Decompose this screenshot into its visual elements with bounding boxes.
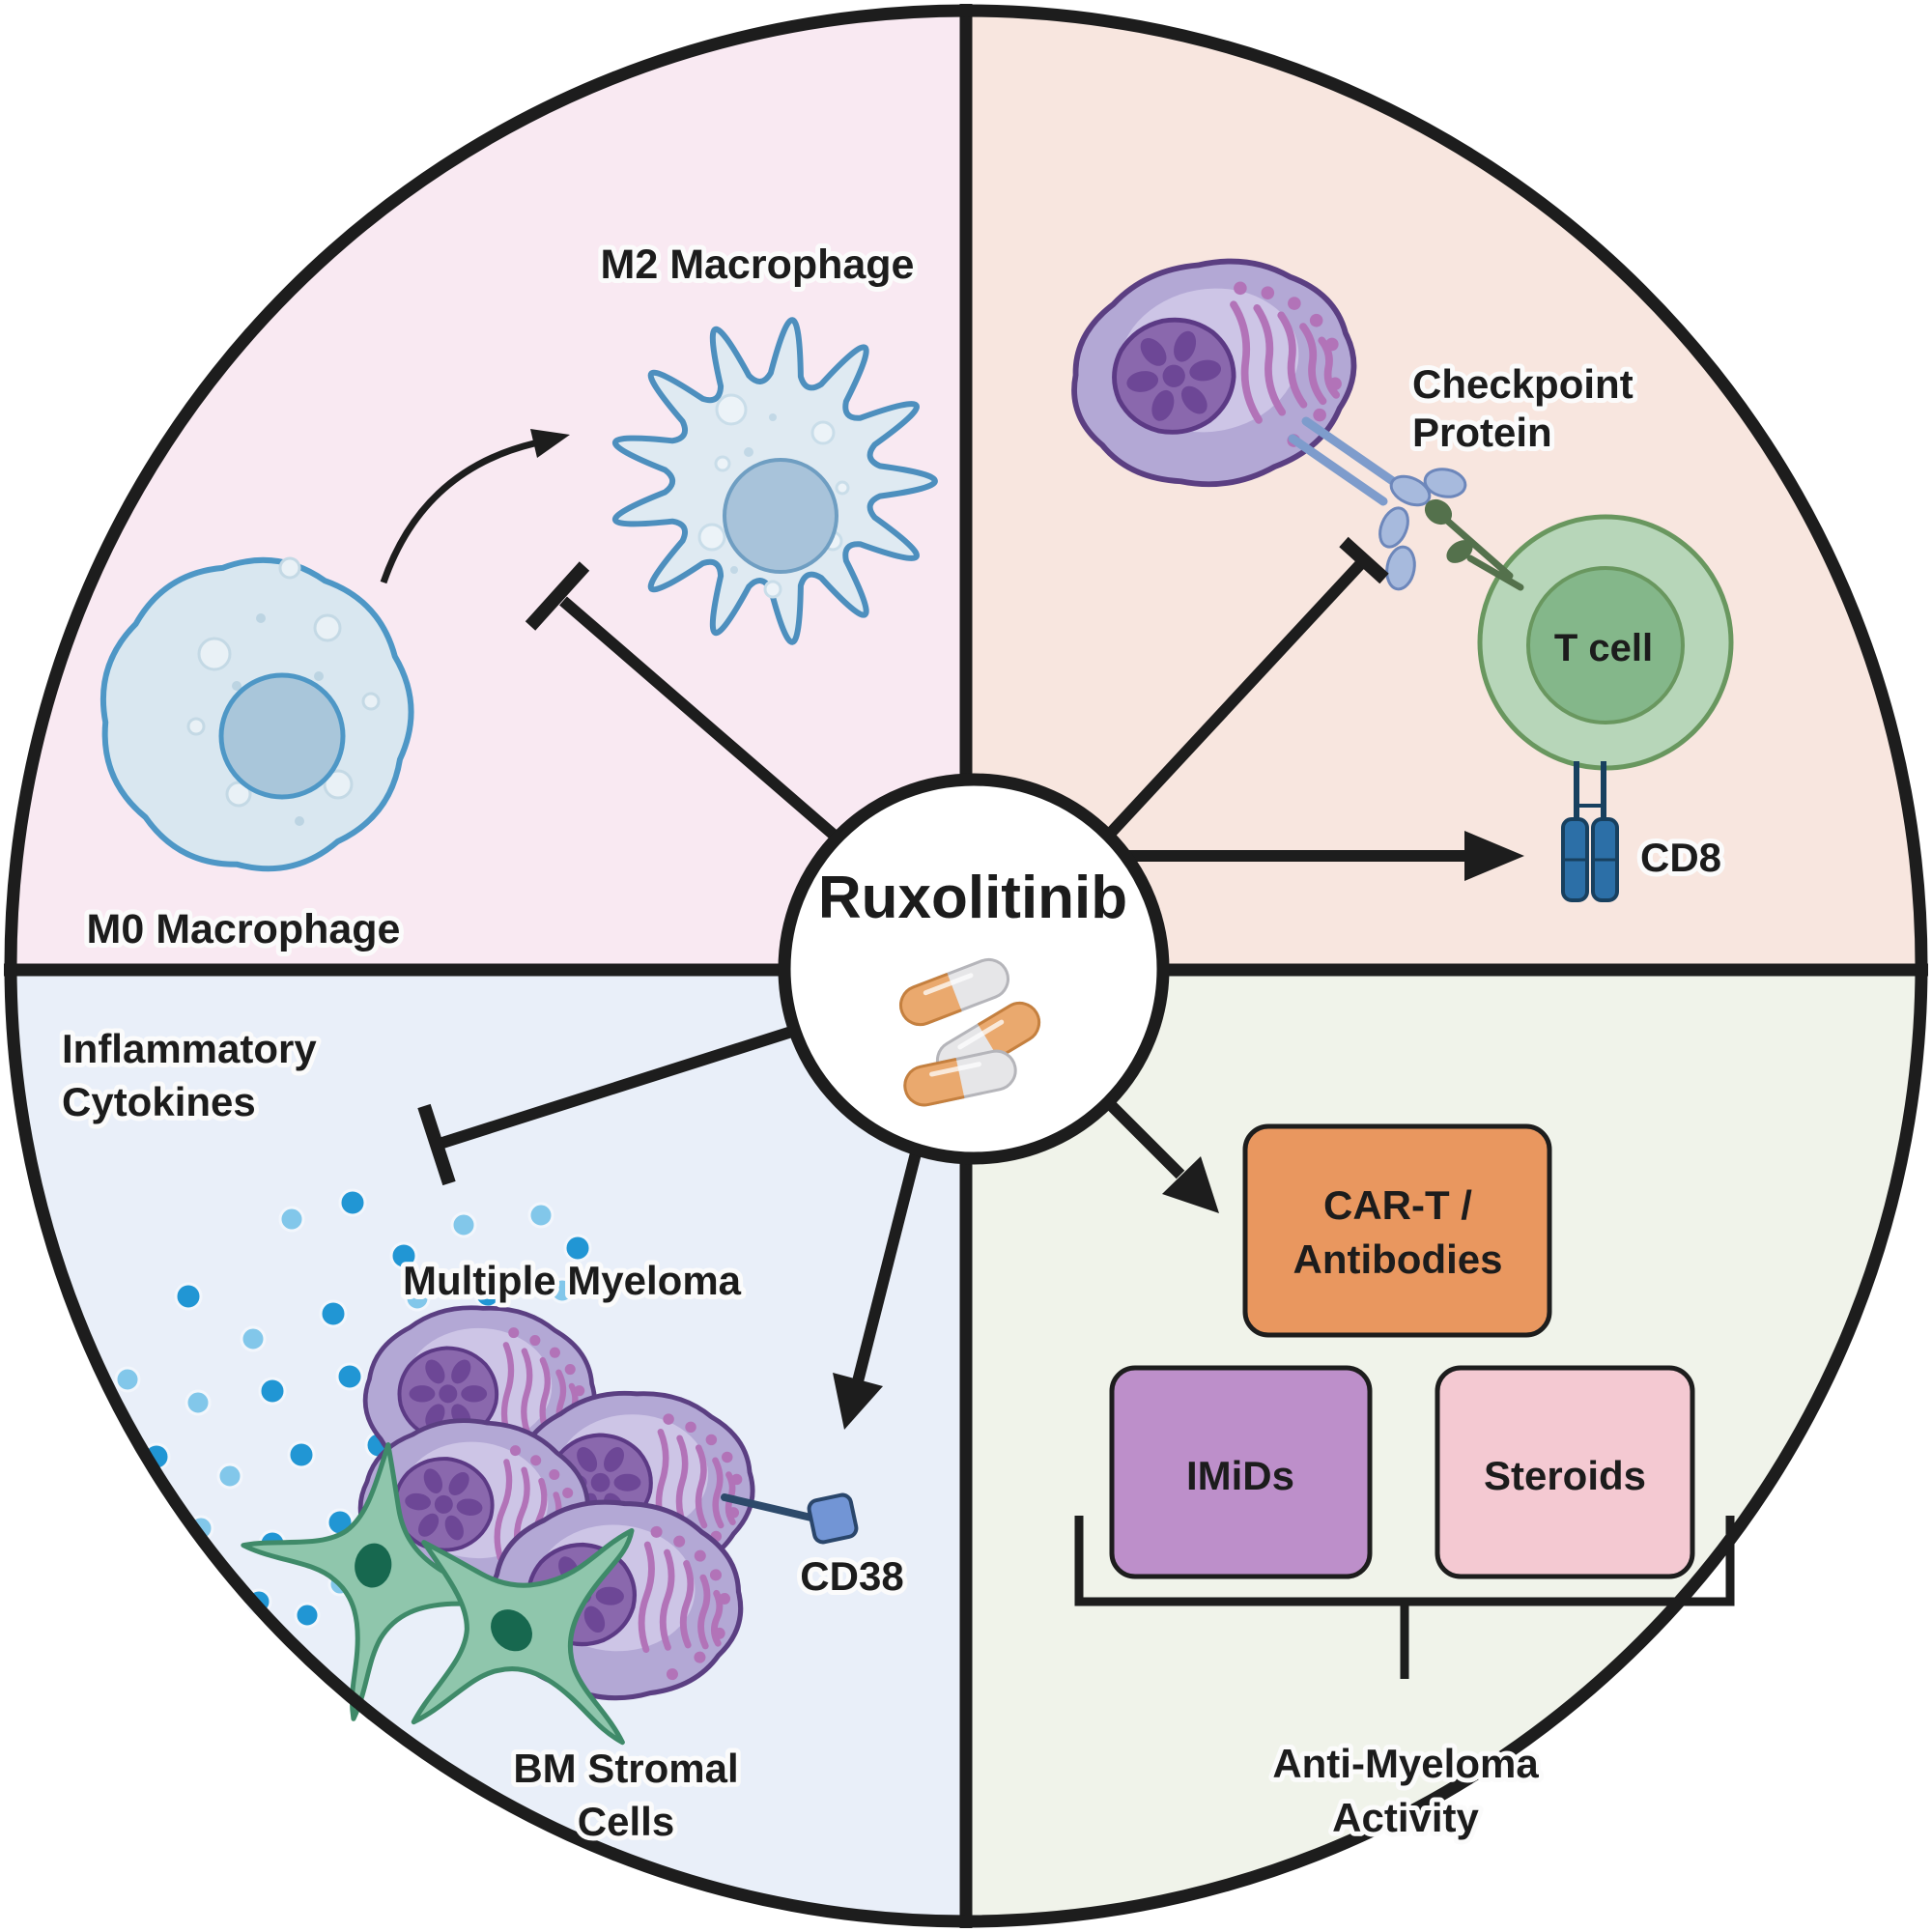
activity-label-line2: Activity [1332, 1795, 1479, 1840]
macrophage-quadrant [99, 317, 938, 872]
checkpoint-protein-icon [1288, 416, 1524, 591]
cd38-receptor-icon [721, 1492, 859, 1545]
quadrant-dividers [4, 4, 1928, 1928]
labels: M2 Macrophage M0 Macrophage Checkpoint P… [57, 237, 1726, 1849]
cytokines-label-line1: Inflammatory [62, 1026, 317, 1071]
steroids-box-label: Steroids [1484, 1453, 1646, 1498]
imids-box [1109, 1365, 1373, 1579]
drug-name: Ruxolitinib [818, 865, 1127, 931]
cd8-arrow-icon [1121, 831, 1524, 881]
m2-macrophage-label: M2 Macrophage [601, 242, 915, 288]
inhibit-m2-tbar-icon [525, 561, 846, 847]
tcell-quadrant [1056, 241, 1734, 902]
myeloma-quadrant [114, 1188, 859, 1836]
m0-macrophage-label: M0 Macrophage [87, 906, 401, 952]
effect-lines [417, 536, 1524, 1430]
cart-antibodies-box [1242, 1123, 1552, 1338]
bm-stromal-label-line2: Cells [578, 1799, 674, 1844]
activity-label-line1: Anti-Myeloma [1272, 1741, 1539, 1786]
t-cell-label: T cell [1554, 627, 1653, 669]
m2-nucleus [723, 458, 838, 574]
therapy-bracket [1074, 1516, 1735, 1679]
capsule-pills-icon [894, 952, 1048, 1111]
cd8-label: CD8 [1640, 835, 1721, 880]
multiple-myeloma-label: Multiple Myeloma [403, 1258, 742, 1303]
cart-box-label-line2: Antibodies [1293, 1236, 1503, 1282]
cytokines-label-line2: Cytokines [62, 1079, 256, 1124]
therapy-quadrant: CAR-T / Antibodies IMiDs Steroids Anti-M… [1074, 1123, 1735, 1845]
m0-nucleus [218, 672, 346, 800]
cart-box-label-line1: CAR-T / [1323, 1182, 1472, 1228]
checkpoint-label-line2: Protein [1412, 410, 1552, 455]
m0-macrophage-icon [99, 556, 414, 872]
m2-macrophage-icon [611, 317, 938, 645]
inhibit-cytokines-tbar-icon [417, 1022, 806, 1186]
checkpoint-label-line1: Checkpoint [1412, 361, 1634, 407]
steroids-box [1435, 1365, 1695, 1579]
inhibit-checkpoint-tbar-icon [1106, 536, 1389, 838]
imids-box-label: IMiDs [1186, 1453, 1294, 1498]
bm-stromal-label-line1: BM Stromal [513, 1746, 738, 1791]
tcell-receptor-icon [1424, 498, 1524, 591]
cd38-label: CD38 [800, 1553, 903, 1599]
cart-arrow-icon [1102, 1096, 1219, 1213]
m0-to-m2-arrow-icon [380, 429, 570, 584]
t-cell-icon [1477, 514, 1734, 771]
outer-circle [4, 4, 1928, 1928]
cd8-receptor-icon [1561, 761, 1619, 902]
hub: Ruxolitinib [778, 773, 1170, 1165]
cd38-arrow-icon [833, 1144, 923, 1430]
